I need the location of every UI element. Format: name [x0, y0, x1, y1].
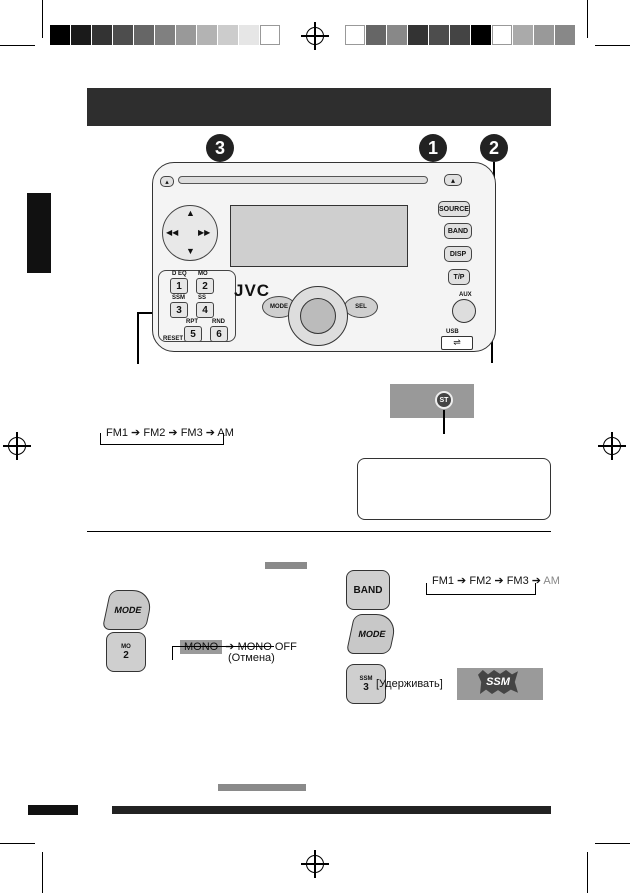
band-fm1: FM1	[432, 575, 454, 587]
footer-tab	[28, 805, 78, 815]
key-2-number: 2	[123, 649, 129, 661]
registration-mark-icon	[301, 22, 329, 50]
mode-key-right[interactable]: MODE	[345, 614, 399, 654]
preset-key-label: SSM	[172, 295, 186, 301]
page-header-bar	[87, 88, 551, 126]
band-button[interactable]: BAND	[444, 223, 472, 239]
registration-mark-icon	[3, 432, 31, 460]
mode-key[interactable]: MODE	[101, 590, 155, 630]
key-3[interactable]: SSM 3	[346, 664, 386, 704]
band-am: AM	[217, 427, 234, 439]
preset-key-3[interactable]: 3	[170, 302, 188, 318]
preset-key-label: RND	[212, 319, 225, 325]
preset-key-label: SS	[198, 295, 207, 301]
note-box	[357, 458, 551, 520]
key-2[interactable]: MO 2	[106, 632, 146, 672]
leader-line	[137, 312, 155, 314]
volume-knob-center[interactable]	[300, 298, 336, 334]
band-fm2: FM2	[469, 575, 492, 587]
band-key[interactable]: BAND	[346, 570, 390, 610]
reset-label: RESET	[163, 336, 184, 342]
highlight-bar	[218, 784, 306, 791]
st-icon: ST	[435, 391, 453, 409]
mono-flow: MONO ➔ MONO OFF	[180, 640, 297, 654]
step-badge-2: 2	[480, 134, 508, 162]
preset-key-5[interactable]: 5	[184, 326, 202, 342]
band-fm3: FM3	[506, 575, 529, 587]
highlight-bar	[265, 562, 307, 569]
usb-label: USB	[446, 329, 459, 335]
sel-button[interactable]: SEL	[344, 296, 378, 318]
step-badge-3: 3	[206, 134, 234, 162]
mono-cancel: (Отмена)	[228, 652, 275, 664]
key-2-label: MO	[121, 643, 131, 650]
loop-bracket	[426, 583, 536, 595]
preset-key-2[interactable]: 2	[196, 278, 214, 294]
band-fm1: FM1	[106, 427, 128, 439]
leader-line	[443, 410, 445, 434]
language-side-tab	[27, 193, 51, 273]
aux-jack-icon	[452, 299, 476, 323]
usb-port-icon: ⇌	[441, 336, 473, 350]
registration-mark-icon	[301, 850, 329, 878]
band-fm3: FM3	[180, 427, 203, 439]
mono-off-label: MONO OFF	[237, 641, 297, 653]
down-arrow-icon[interactable]: ▼	[186, 246, 195, 256]
display-screen	[230, 205, 408, 267]
band-sequence-top: FM1 ➔ FM2 ➔ FM3 ➔ AM	[106, 427, 234, 439]
preset-key-label: D EQ	[172, 271, 187, 277]
aux-label: AUX	[459, 292, 472, 298]
preset-key-1[interactable]: 1	[170, 278, 188, 294]
tp-button[interactable]: T/P	[448, 269, 470, 285]
key-3-number: 3	[363, 681, 369, 693]
st-indicator-display	[390, 384, 474, 418]
step-badge-1: 1	[419, 134, 447, 162]
eject-button[interactable]: ▴	[160, 176, 174, 187]
loop-bracket	[172, 646, 274, 660]
section-divider	[87, 531, 551, 532]
preset-key-4[interactable]: 4	[196, 302, 214, 318]
registration-mark-icon	[598, 432, 626, 460]
loop-bracket	[100, 433, 224, 445]
mono-tag: MONO	[180, 640, 223, 654]
disc-slot	[178, 176, 428, 184]
preset-key-6[interactable]: 6	[210, 326, 228, 342]
up-arrow-icon[interactable]: ▲	[186, 208, 195, 218]
band-am: AM	[543, 575, 560, 587]
hold-label: [Удерживать]	[376, 678, 443, 690]
footer-bar	[112, 806, 551, 814]
preset-key-label: MO	[198, 271, 208, 277]
band-sequence-right: FM1 ➔ FM2 ➔ FM3 ➔ AM	[432, 575, 560, 587]
control-pad[interactable]	[162, 205, 218, 261]
eject-button-right[interactable]: ▴	[444, 174, 462, 186]
key-3-label: SSM	[359, 675, 373, 682]
band-fm2: FM2	[143, 427, 166, 439]
prev-icon[interactable]: ◀◀	[166, 228, 179, 237]
next-icon[interactable]: ▶▶	[198, 228, 211, 237]
jvc-logo: JVC	[234, 281, 271, 300]
disp-button[interactable]: DISP	[444, 246, 472, 262]
source-button[interactable]: SOURCE	[438, 201, 470, 217]
leader-line	[137, 312, 139, 364]
preset-key-label: RPT	[186, 319, 198, 325]
